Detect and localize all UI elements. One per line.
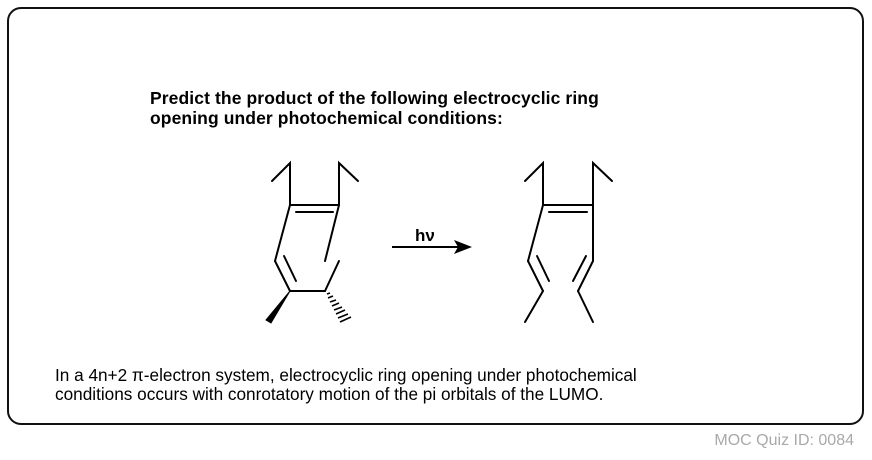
wedge-bond <box>265 290 291 324</box>
question-line-1: Predict the product of the following ele… <box>150 88 599 108</box>
quiz-card <box>7 7 864 425</box>
explanation-text: In a 4n+2 π-electron system, electrocycl… <box>55 366 835 404</box>
question-line-2: opening under photochemical conditions: <box>150 108 503 128</box>
question-text: Predict the product of the following ele… <box>150 88 770 128</box>
reactant-structure <box>271 160 359 292</box>
explanation-line-1: In a 4n+2 π-electron system, electrocycl… <box>55 365 637 385</box>
explanation-line-2: conditions occurs with conrotatory motio… <box>55 384 604 404</box>
product-structure <box>524 160 613 323</box>
quiz-id-label: MOC Quiz ID: 0084 <box>714 432 854 449</box>
reaction-condition-label: hν <box>415 226 435 245</box>
hashed-bond <box>326 292 352 323</box>
reaction-arrow <box>392 240 472 254</box>
